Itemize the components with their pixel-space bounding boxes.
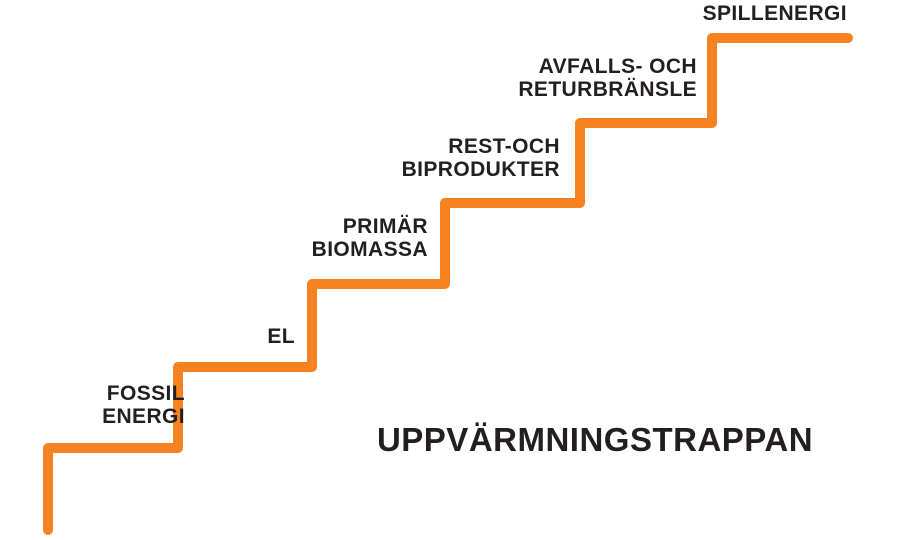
step-label-el: EL — [267, 325, 295, 348]
diagram-title: UPPVÄRMNINGSTRAPPAN — [376, 421, 814, 458]
step-label-rest-och-biprodukter: REST-OCH BIPRODUKTER — [401, 135, 560, 181]
staircase-line — [43, 33, 853, 535]
step-label-avfalls-och-returbransle: AVFALLS- OCH RETURBRÄNSLE — [518, 55, 697, 101]
step-label-primar-biomassa: PRIMÄR BIOMASSA — [311, 215, 428, 261]
step-label-fossil-energi: FOSSIL ENERGI — [102, 382, 185, 428]
step-label-spillenergi: SPILLENERGI — [702, 2, 847, 25]
